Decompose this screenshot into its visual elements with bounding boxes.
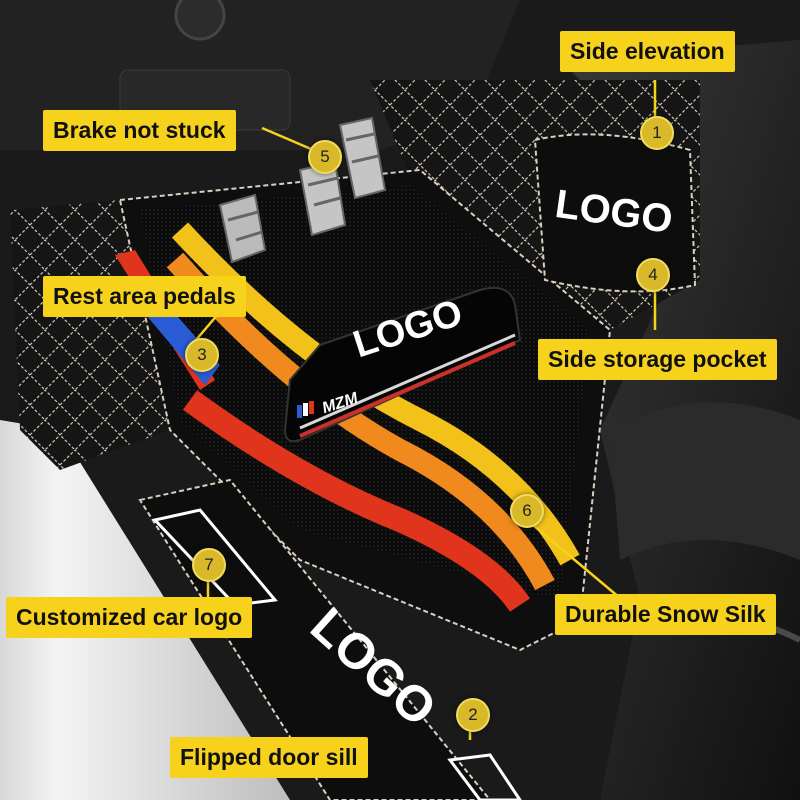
seat-cushion — [610, 402, 800, 560]
label-flipped-door-sill: Flipped door sill — [170, 737, 368, 778]
door-sill-plate — [138, 478, 492, 800]
leader-lines — [195, 80, 657, 740]
side-storage-pocket — [533, 133, 697, 293]
label-side-elevation: Side elevation — [560, 31, 735, 72]
heel-pad-stripe-white — [299, 333, 516, 430]
heel-pad-stripe-red — [299, 341, 516, 438]
callout-badge-6: 6 — [510, 494, 544, 528]
label-rest-area-pedals: Rest area pedals — [43, 276, 246, 317]
label-brake-not-stuck: Brake not stuck — [43, 110, 236, 151]
heel-pad-flag-red — [309, 401, 314, 414]
label-side-storage-pocket: Side storage pocket — [538, 339, 777, 380]
stripe-red — [182, 390, 530, 612]
heel-pad-flag-white — [303, 403, 308, 416]
callout-badge-4: 4 — [636, 258, 670, 292]
callout-badge-3: 3 — [185, 338, 219, 372]
stripe-orange — [166, 252, 555, 591]
dashboard-knob — [174, 0, 226, 41]
sill-stripes-bottom — [447, 753, 522, 800]
callout-badge-5: 5 — [308, 140, 342, 174]
callout-badge-7: 7 — [192, 548, 226, 582]
pedals — [218, 116, 387, 264]
heel-pad-flag-blue — [297, 405, 302, 418]
label-durable-snow-silk: Durable Snow Silk — [555, 594, 776, 635]
label-customized-car-logo: Customized car logo — [6, 597, 253, 638]
callout-badge-2: 2 — [456, 698, 490, 732]
callout-badge-1: 1 — [640, 116, 674, 150]
